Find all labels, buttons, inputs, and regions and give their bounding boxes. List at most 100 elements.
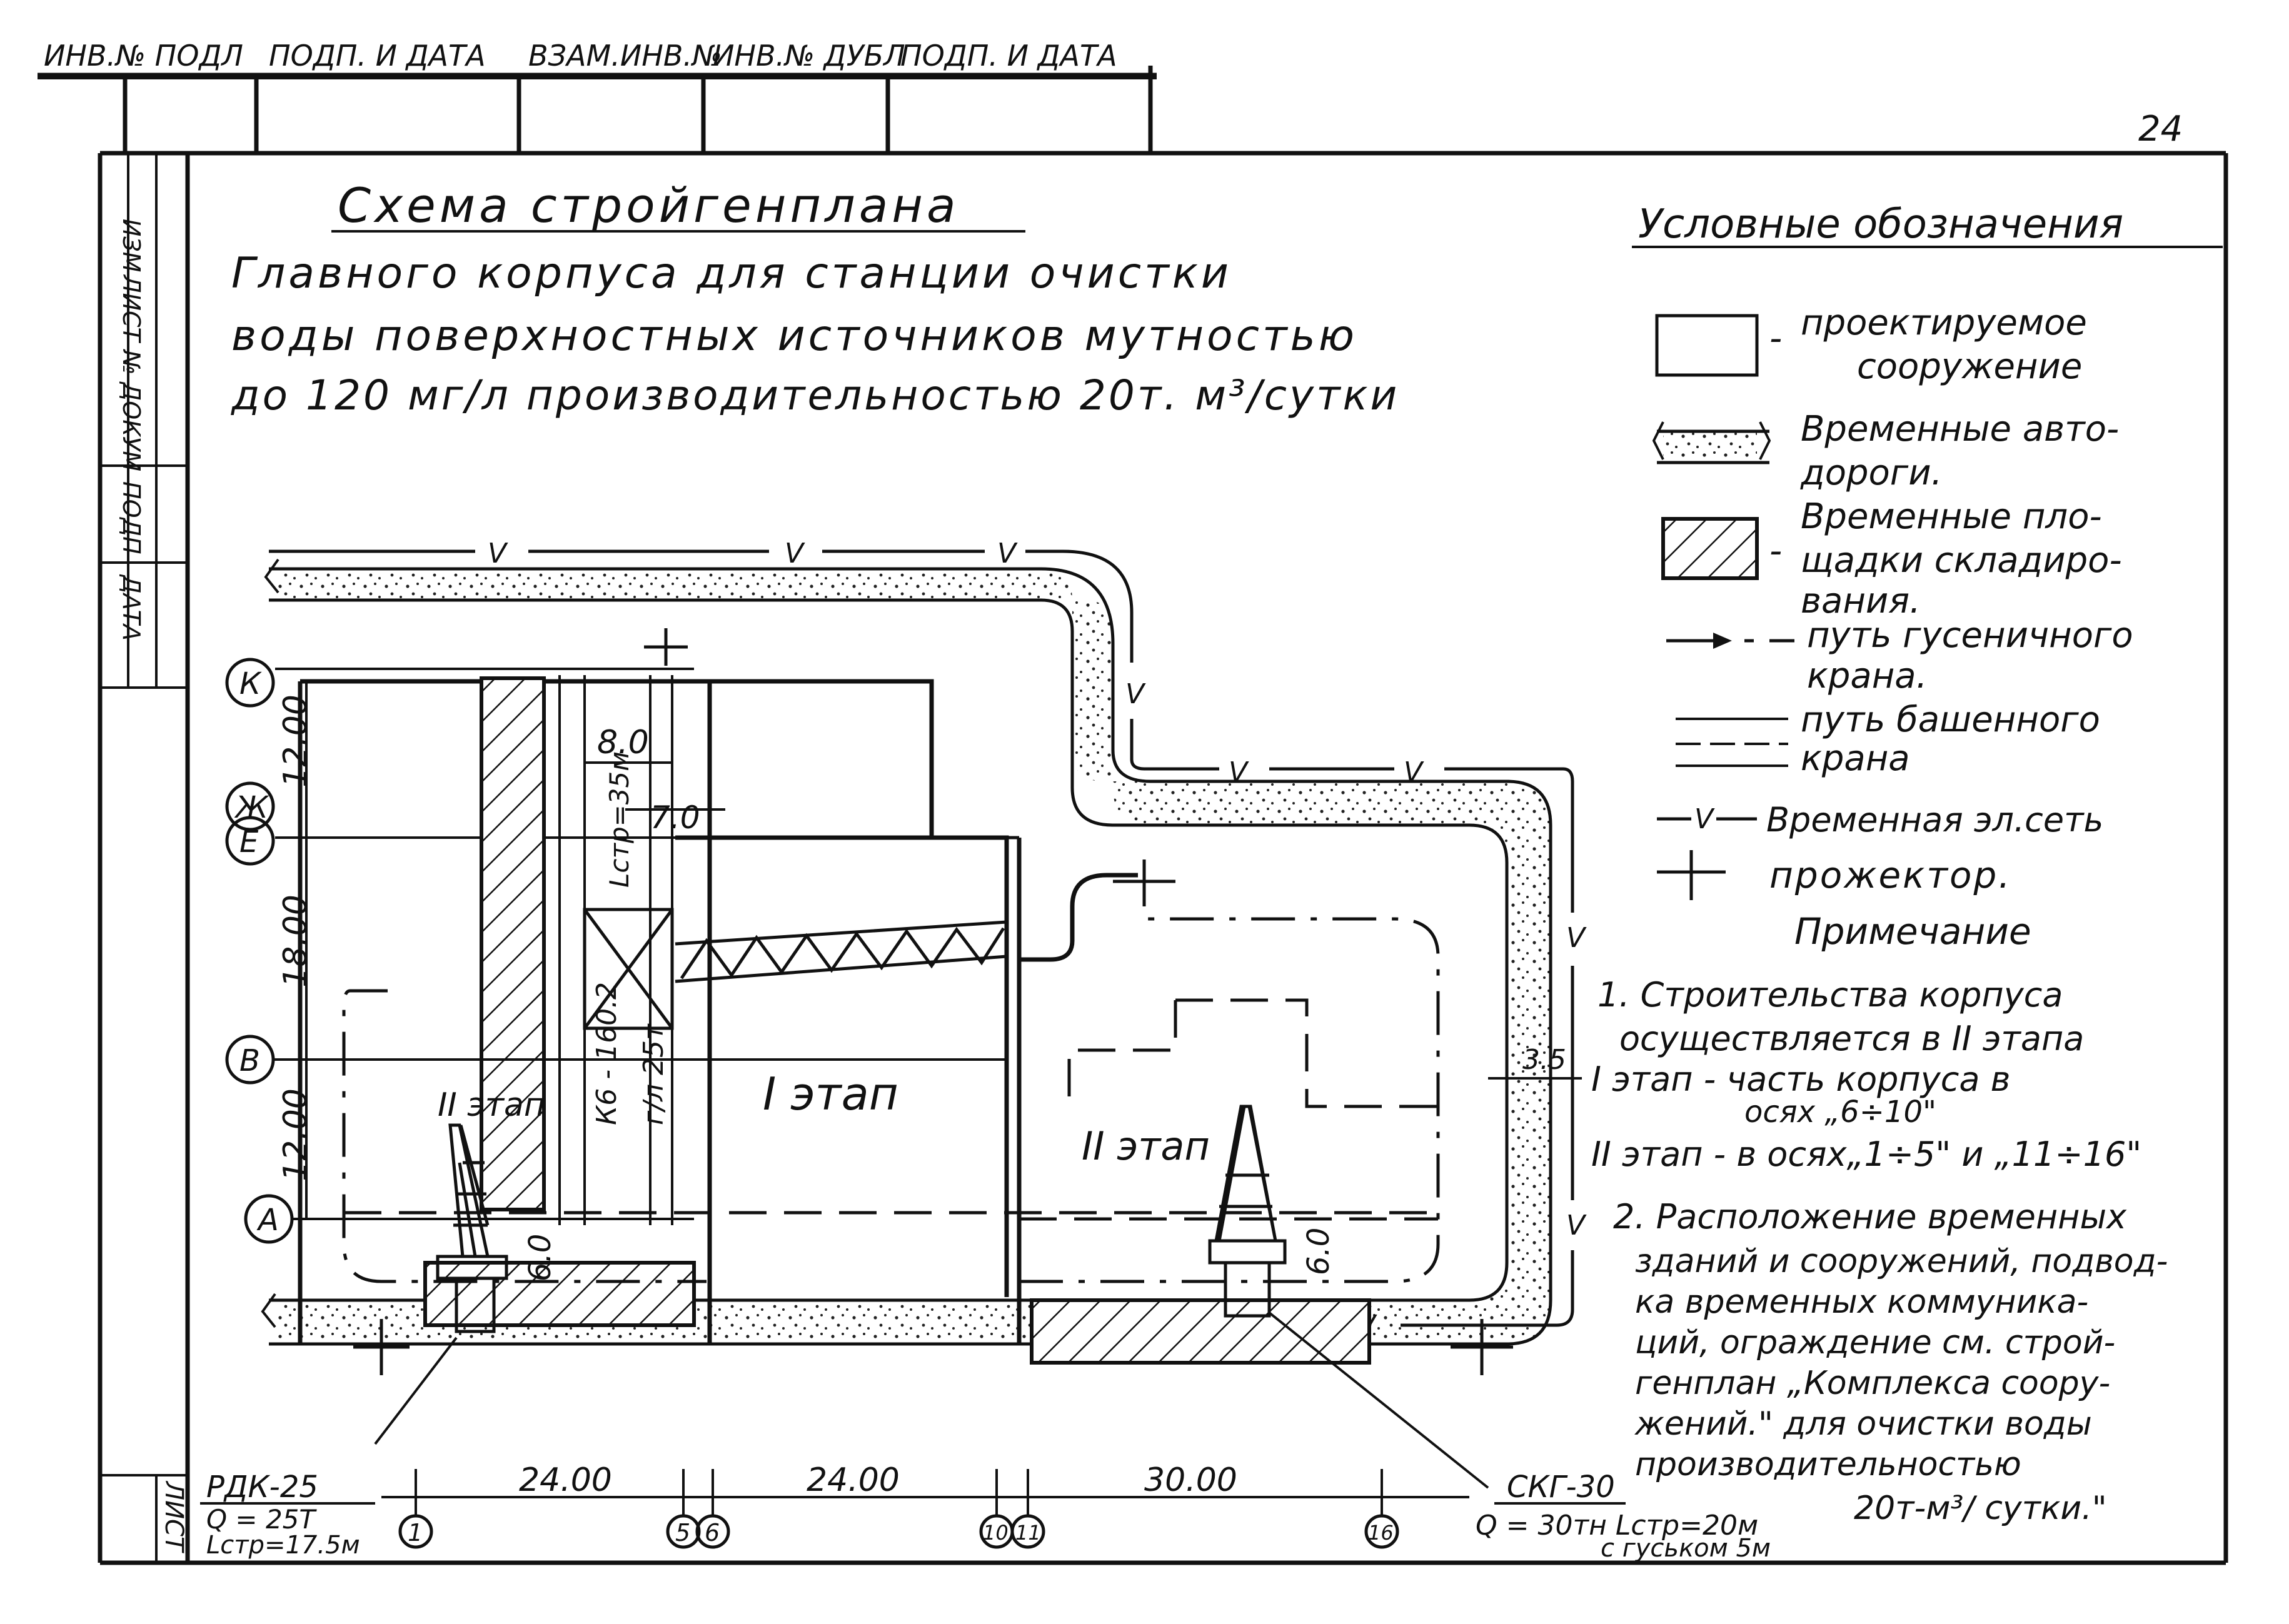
axis-row-e: Е	[239, 825, 259, 860]
note1-e: II этап - в осях„1÷5" и „11÷16"	[1591, 1135, 2141, 1174]
axis-col-11: 11	[1015, 1521, 1041, 1545]
legend-heading: Условные обозначения	[1638, 201, 2123, 248]
strip-dokum: № ДОКУМ	[118, 349, 145, 471]
tower-crane-col1: К6 - 160.2	[591, 982, 623, 1125]
legend: Условные обозначения - проектируемое соо…	[1632, 201, 2223, 900]
crane-right-capacity: Q = 30тн Lстр=20м	[1476, 1510, 1758, 1541]
column-axes: 1 5 6 10 11 16	[381, 1469, 1469, 1549]
title-line-2: Главного корпуса для станции очистки	[231, 249, 1232, 298]
temporary-power-line: V V V V V V V V V	[269, 538, 1587, 1341]
crawler-crane-right	[1208, 1105, 1489, 1489]
axis-col-10: 10	[983, 1521, 1009, 1545]
axis-col-16: 16	[1368, 1521, 1394, 1545]
crane-left-name: РДК-25	[206, 1470, 318, 1505]
legend-item5-a: путь башенного	[1801, 699, 2100, 740]
stamp-cell-2: ПОДП. И ДАТА	[269, 39, 486, 73]
strip-data: ДАТА	[118, 574, 145, 641]
note2-h: 20т-м³/ сутки."	[1854, 1490, 2107, 1527]
power-line-v-8: V	[1566, 1210, 1587, 1241]
stage-1-label: I этап	[763, 1068, 898, 1120]
power-line-v-5: V	[1229, 756, 1249, 788]
crane-right-jib: с гуськом 5м	[1601, 1534, 1771, 1563]
axis-row-v: В	[239, 1043, 260, 1078]
note1-c: I этап - часть корпуса в	[1591, 1060, 2011, 1099]
note1-a: 1. Строительства корпуса	[1597, 975, 2063, 1015]
note2-a: 2. Расположение временных	[1613, 1197, 2127, 1236]
note1-b: осуществляется в II этапа	[1619, 1019, 2084, 1058]
dim-3-5: 3.5	[1522, 1044, 1566, 1076]
main-building	[275, 668, 1138, 1344]
note1-d: осях „6÷10"	[1744, 1095, 1936, 1130]
stage-2-right-label: II этап	[1082, 1123, 1210, 1169]
dim-30: 30.00	[1144, 1461, 1237, 1499]
dim-12-bottom: 12.00	[277, 1088, 314, 1181]
note2-f: жений." для очистки воды	[1634, 1405, 2092, 1443]
legend-item7: прожектор.	[1769, 854, 2012, 896]
title-line-1: Схема стройгенплана	[338, 178, 960, 233]
legend-item3-b: щадки складиро-	[1801, 540, 2122, 581]
legend-item2-a: Временные авто-	[1801, 409, 2119, 449]
tower-crane-track: К6 - 160.2 г/л 25т Lстр=35м	[558, 675, 674, 1225]
title-block: Схема стройгенплана Главного корпуса для…	[231, 178, 1397, 419]
power-line-v-4: V	[1125, 678, 1146, 710]
building-outline-inner	[344, 998, 1438, 1215]
svg-text:V: V	[1694, 803, 1715, 835]
legend-item5-b: крана	[1801, 738, 1910, 779]
row-axes: К Ж Е В А	[225, 658, 1438, 1244]
note2-e: генплан „Комплекса соору-	[1635, 1365, 2110, 1402]
legend-item4-a: путь гусеничного	[1807, 615, 2133, 656]
dim-7: 7.0	[650, 799, 700, 836]
crawler-crane-path	[342, 917, 1440, 1283]
legend-swatch-power-line: V	[1657, 803, 1757, 835]
main-frame	[98, 151, 2228, 1565]
legend-item2-b: дороги.	[1800, 453, 1942, 493]
axis-col-6: 6	[705, 1519, 720, 1546]
site-plan: V V V V V V V V V	[200, 538, 1771, 1563]
strip-izm: ИЗМ	[118, 219, 145, 273]
power-line-v-6: V	[1404, 756, 1424, 788]
dim-24-mid: 24.00	[807, 1461, 900, 1499]
legend-item6: Временная эл.сеть	[1766, 800, 2103, 840]
stamp-header: ИНВ.№ ПОДЛ ПОДП. И ДАТА ВЗАМ.ИНВ.№ ИНВ.№…	[38, 39, 1157, 153]
notes-heading: Примечание	[1794, 910, 2031, 953]
note2-g: производительностью	[1635, 1446, 2021, 1483]
stamp-cell-1: ИНВ.№ ПОДЛ	[44, 39, 243, 73]
axis-row-k: К	[239, 666, 262, 701]
strip-list: ЛИСТ	[118, 274, 145, 344]
axis-col-5: 5	[675, 1519, 690, 1546]
stamp-cell-3: ВЗАМ.ИНВ.№	[528, 39, 722, 73]
power-line-v-2: V	[785, 538, 805, 569]
svg-text:-: -	[1769, 531, 1782, 571]
legend-item4-b: крана.	[1807, 656, 1927, 696]
tower-crane-reach: Lстр=35м	[604, 751, 635, 888]
note2-c: ка временных коммуника-	[1635, 1283, 2088, 1321]
floodlights	[353, 628, 1513, 1375]
title-line-3: воды поверхностных источников мутностью	[231, 311, 1357, 361]
dim-6-left: 6.0	[523, 1234, 558, 1281]
legend-swatch-structure	[1655, 314, 1759, 377]
dim-24-left: 24.00	[519, 1461, 612, 1499]
power-line-v-1: V	[488, 538, 508, 569]
note2-b: зданий и сооружений, подвод-	[1635, 1243, 2168, 1280]
crane-left-reach: Lстр=17.5м	[206, 1531, 360, 1560]
crane-right-name: СКГ-30	[1507, 1470, 1615, 1505]
dim-8: 8.0	[597, 724, 649, 761]
legend-swatch-road	[1663, 431, 1757, 463]
dim-18: 18.00	[277, 895, 314, 988]
legend-item3-a: Временные пло-	[1801, 496, 2102, 537]
legend-swatch-floodlight	[1657, 850, 1726, 900]
svg-text:-: -	[1769, 318, 1782, 359]
legend-item3-c: вания.	[1801, 581, 1921, 621]
left-strip: ИЗМ ЛИСТ № ДОКУМ ПОДП ДАТА ЛИСТ	[118, 219, 188, 1554]
notes: Примечание 1. Строительства корпуса осущ…	[1591, 910, 2168, 1527]
storage-area-left-bottom	[423, 1261, 696, 1327]
dim-6-right: 6.0	[1301, 1228, 1336, 1275]
page-number: 24	[2138, 109, 2183, 149]
note2-d: ций, ограждение см. строй-	[1635, 1324, 2115, 1361]
legend-swatch-storage	[1661, 517, 1759, 580]
tower-crane-col2: г/л 25т	[638, 1023, 670, 1125]
crane-left-capacity: Q = 25Т	[206, 1504, 317, 1535]
power-line-v-3: V	[997, 538, 1018, 569]
power-line-v-7: V	[1566, 922, 1587, 954]
legend-swatch-tower-crane-path	[1676, 718, 1788, 767]
